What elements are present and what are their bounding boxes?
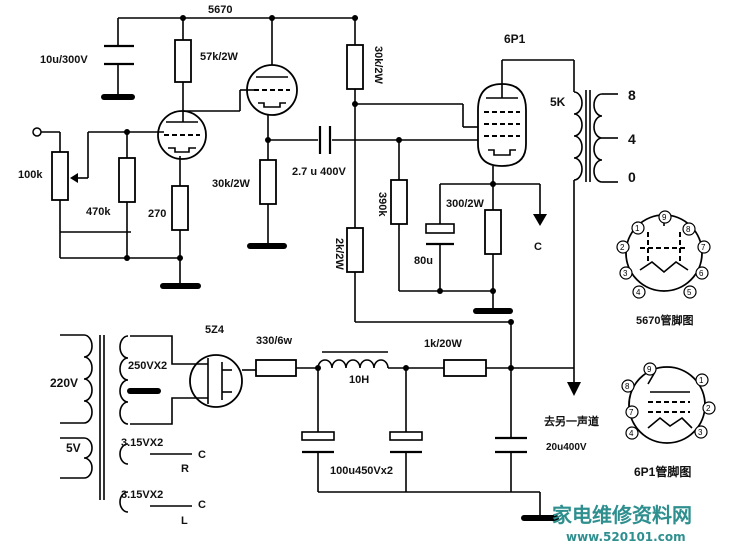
label-5v: 5V bbox=[66, 441, 81, 455]
label-caps-100u: 100u450Vx2 bbox=[330, 465, 393, 477]
resistor-390k bbox=[390, 137, 493, 292]
resistor-2k bbox=[346, 104, 511, 323]
pin-5670-2: 2 bbox=[620, 243, 625, 252]
capacitor-2-7u bbox=[268, 126, 460, 154]
pin-6p1-9: 9 bbox=[647, 365, 652, 374]
label-tap-4: 4 bbox=[628, 131, 636, 147]
label-res-390k: 390k bbox=[376, 192, 388, 217]
top-b-plus-rail bbox=[118, 15, 358, 21]
label-tap-0: 0 bbox=[628, 169, 636, 185]
watermark-url: www.520101.com bbox=[566, 530, 686, 544]
label-5z4: 5Z4 bbox=[205, 324, 225, 336]
label-choke-10h: 10H bbox=[349, 374, 369, 386]
label-tube-5670: 5670 bbox=[208, 4, 232, 16]
pin-5670-8: 8 bbox=[686, 225, 691, 234]
label-res-300: 300/2W bbox=[446, 198, 485, 210]
pin-5670-7: 7 bbox=[701, 243, 706, 252]
tube-6p1 bbox=[460, 59, 574, 167]
resistor-57k bbox=[174, 18, 192, 111]
label-c-top: C bbox=[534, 241, 542, 253]
label-cap-80u: 80u bbox=[414, 255, 433, 267]
resistor-470k bbox=[118, 129, 136, 261]
label-res-270: 270 bbox=[148, 208, 166, 220]
choke-10h bbox=[317, 351, 444, 371]
label-c-r: C bbox=[198, 449, 206, 461]
label-res-57k: 57k/2W bbox=[200, 51, 239, 63]
label-out-5k: 5K bbox=[550, 95, 566, 109]
output-transformer bbox=[567, 60, 618, 396]
capacitor-10u-300v bbox=[101, 18, 135, 100]
pin-6p1-3: 3 bbox=[698, 428, 703, 437]
label-pot-100k: 100k bbox=[18, 169, 43, 181]
label-l: L bbox=[181, 515, 188, 527]
label-tube-6p1: 6P1 bbox=[504, 32, 526, 46]
pin-5670-6: 6 bbox=[699, 269, 704, 278]
pinout-5670-diagram: 9 8 7 6 5 4 3 2 1 bbox=[616, 210, 711, 299]
pin-5670-5: 5 bbox=[687, 288, 692, 297]
label-cap-2-7u: 2.7 u 400V bbox=[292, 166, 346, 178]
label-res-330: 330/6w bbox=[256, 335, 293, 347]
pin-6p1-8: 8 bbox=[625, 382, 630, 391]
resistor-30k-left bbox=[247, 115, 287, 249]
watermark-cn: 家电维修资料网 bbox=[552, 503, 692, 527]
label-tap-8: 8 bbox=[628, 87, 636, 103]
label-res-30k-left: 30k/2W bbox=[212, 178, 251, 190]
label-pinout-6p1: 6P1管脚图 bbox=[634, 464, 691, 479]
input-terminal bbox=[32, 127, 61, 152]
pinout-6p1-diagram: 1 2 3 4 7 8 9 bbox=[621, 362, 716, 444]
pin-6p1-1: 1 bbox=[699, 376, 704, 385]
label-res-30k-top: 30k/2W bbox=[372, 46, 384, 85]
label-cap-10u: 10u/300V bbox=[40, 54, 88, 66]
label-res-470k: 470k bbox=[86, 206, 111, 218]
label-res-2k: 2k/2W bbox=[333, 238, 345, 270]
pin-5670-4: 4 bbox=[636, 288, 641, 297]
power-transformer bbox=[60, 334, 190, 513]
label-315-r: 3.15VX2 bbox=[121, 437, 163, 449]
pin-5670-3: 3 bbox=[623, 269, 628, 278]
resistor-330 bbox=[255, 359, 321, 377]
resistor-270 bbox=[160, 156, 201, 289]
pin-6p1-7: 7 bbox=[629, 408, 634, 417]
label-to-other-channel: 去另一声道 bbox=[544, 414, 599, 428]
label-c-l: C bbox=[198, 499, 206, 511]
label-220v: 220V bbox=[50, 376, 78, 390]
pin-5670-1: 1 bbox=[635, 224, 640, 233]
label-r: R bbox=[181, 463, 189, 475]
label-pinout-5670: 5670管脚图 bbox=[636, 313, 693, 327]
resistor-30k-top bbox=[346, 18, 364, 107]
label-315-l: 3.15VX2 bbox=[121, 489, 163, 501]
resistor-1k bbox=[443, 319, 574, 377]
cathode-network-6p1 bbox=[425, 166, 547, 314]
label-res-1k: 1k/20W bbox=[424, 338, 463, 350]
filter-capacitors bbox=[301, 368, 559, 521]
pin-6p1-4: 4 bbox=[629, 429, 634, 438]
label-250v: 250VX2 bbox=[128, 360, 167, 372]
potentiometer-100k bbox=[51, 131, 164, 233]
pin-5670-9: 9 bbox=[662, 213, 667, 222]
tube-v1b bbox=[246, 15, 298, 116]
tube-v1a bbox=[157, 110, 207, 160]
rectifier-5z4 bbox=[189, 354, 256, 408]
pin-6p1-2: 2 bbox=[706, 404, 711, 413]
label-cap-20u: 20u400V bbox=[546, 442, 587, 453]
